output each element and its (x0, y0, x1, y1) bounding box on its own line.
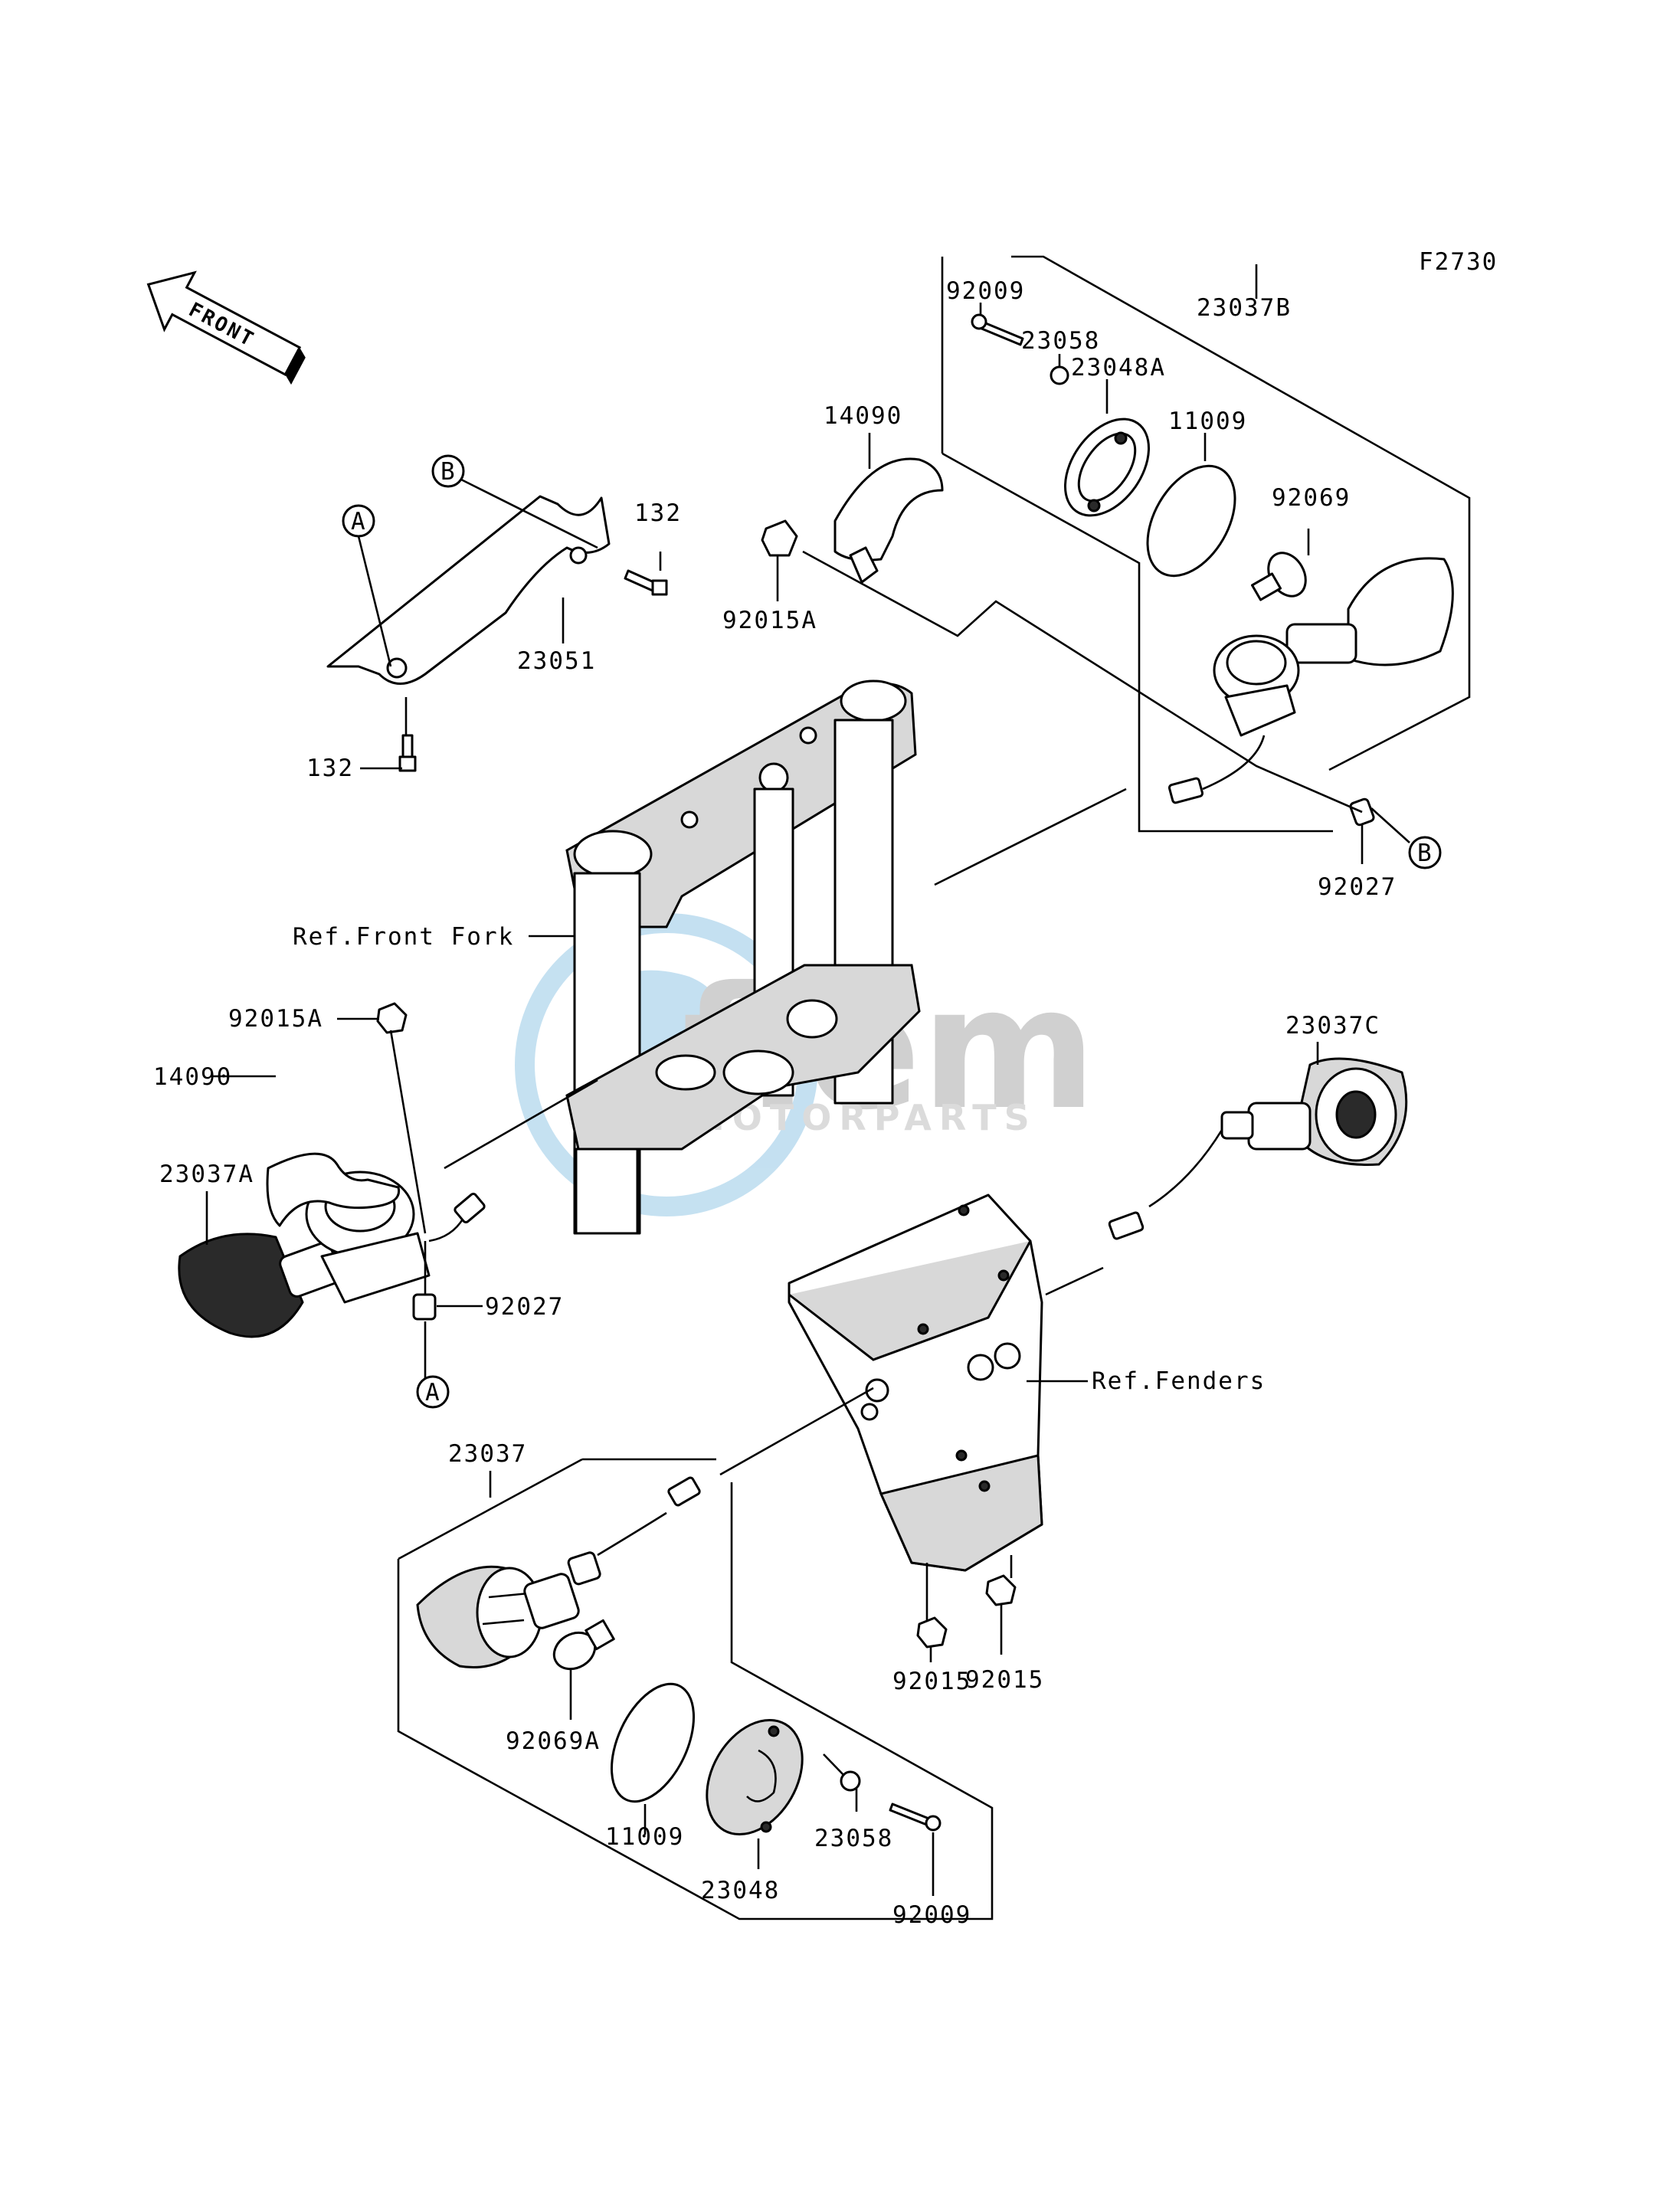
label-132-left: 132 (306, 755, 354, 782)
fender-bracket (788, 1193, 1043, 1572)
label-23058-top: 23058 (1021, 327, 1100, 355)
bulb-92069 (1251, 552, 1307, 601)
label-92069: 92069 (1272, 484, 1351, 512)
marker-a-top: A (342, 504, 375, 538)
label-92009-bottom: 92009 (892, 1901, 971, 1929)
screw-92009-bottom (889, 1802, 942, 1832)
label-23058-bottom: 23058 (814, 1825, 893, 1852)
label-ref-fenders: Ref.Fenders (1092, 1367, 1266, 1395)
gasket-11009-bottom (610, 1682, 696, 1803)
group-box-23037 (397, 1458, 994, 1920)
turn-signal-23037B (1167, 557, 1454, 804)
label-92015A-top: 92015A (722, 607, 817, 634)
group-box-23037B (941, 255, 1471, 833)
svg-text:B: B (440, 458, 457, 486)
label-92015-a: 92015 (892, 1668, 971, 1695)
label-23037A: 23037A (159, 1161, 254, 1188)
washer-23058-top (1050, 365, 1069, 385)
washer-23058-bottom (840, 1770, 861, 1792)
svg-text:A: A (351, 508, 367, 535)
turn-signal-23037C (1108, 1057, 1408, 1240)
label-23037B: 23037B (1197, 294, 1292, 322)
gasket-11009-top (1146, 464, 1236, 578)
nut-92015A-left (376, 1002, 408, 1034)
turn-signal-23037 (416, 1476, 701, 1669)
label-92009-top: 92009 (946, 277, 1025, 305)
label-14090-left: 14090 (153, 1063, 232, 1091)
cover-14090-top (833, 457, 944, 584)
label-23048A: 23048A (1071, 354, 1166, 381)
svg-text:B: B (1417, 840, 1433, 867)
front-fork (565, 679, 921, 1235)
front-arrow-icon: FRONT (146, 270, 306, 385)
svg-text:A: A (425, 1379, 441, 1406)
label-23051: 23051 (517, 647, 596, 675)
nut-92015A-top (761, 519, 798, 557)
label-23048: 23048 (701, 1877, 780, 1904)
label-92027-left: 92027 (485, 1293, 564, 1321)
cover-14090-left (266, 1152, 401, 1227)
nut-92015-a (916, 1616, 948, 1649)
screw-92009-top (971, 313, 1024, 346)
label-92069A: 92069A (506, 1727, 601, 1755)
label-92027-right: 92027 (1318, 873, 1397, 901)
bracket-23051 (326, 495, 611, 685)
lens-23048A (1063, 417, 1151, 517)
label-ref-front-fork: Ref.Front Fork (293, 923, 514, 951)
label-11009-bottom: 11009 (605, 1823, 684, 1851)
bolt-132-left (398, 734, 417, 772)
label-92015-b: 92015 (965, 1666, 1044, 1694)
lens-23048 (706, 1718, 804, 1836)
marker-b-bottom: B (1408, 836, 1442, 869)
label-14090-top: 14090 (824, 402, 902, 430)
marker-a-bottom: A (416, 1375, 450, 1409)
nut-92015-b (985, 1574, 1017, 1606)
figure-code: F2730 (1419, 248, 1498, 276)
grommet-92027-left (412, 1293, 437, 1321)
bolt-132-right (624, 569, 668, 596)
label-132-right: 132 (634, 499, 682, 527)
marker-b-top: B (431, 454, 465, 488)
label-92015A-left: 92015A (228, 1005, 323, 1033)
label-23037: 23037 (448, 1440, 527, 1468)
label-11009-top: 11009 (1168, 408, 1247, 435)
bulb-92069A (552, 1619, 615, 1671)
label-23037C: 23037C (1285, 1012, 1380, 1040)
